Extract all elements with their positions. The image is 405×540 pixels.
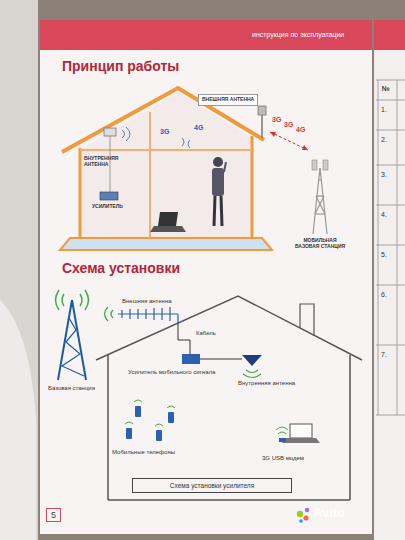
part-label: 3G USB модем <box>262 455 304 462</box>
watermark-logo <box>297 508 309 523</box>
watermark: Avito <box>313 506 345 521</box>
antenna-symbol <box>242 355 262 366</box>
row-number: 2. <box>381 136 387 144</box>
part-label: УСИЛИТЕЛЬ <box>92 204 123 210</box>
row-number: 4. <box>381 211 387 219</box>
signal-label: 4G <box>194 124 203 132</box>
white-object <box>0 300 36 540</box>
part-label: Внешняя антенна <box>122 298 172 305</box>
box-text: Схема установки усилителя <box>141 482 283 489</box>
section-heading: Схема установки <box>62 260 180 276</box>
tower-label: МОБИЛЬНАЯ БАЗОВАЯ СТАНЦИЯ <box>292 238 348 250</box>
part-label: Кабель <box>196 330 216 337</box>
signal-label: 3G <box>160 128 169 136</box>
caption-box: Схема установки усилителя <box>132 478 292 493</box>
signal-label: 4G <box>296 126 305 134</box>
page-number-box: 5 <box>46 508 61 522</box>
row-number: 5. <box>381 251 387 259</box>
part-label: Усилитель мобильного сигнала <box>128 369 215 376</box>
box-text: 5 <box>51 510 56 520</box>
header-band <box>40 20 372 50</box>
box-text: ВНЕШНЯЯ АНТЕННА <box>202 97 254 103</box>
page-header: инструкция по эксплуатации <box>252 31 344 39</box>
table-lines <box>376 80 405 415</box>
amplifier-symbol <box>182 354 200 364</box>
white-object <box>0 0 38 540</box>
table-header: № <box>382 85 390 93</box>
signal-label: 3G <box>284 121 293 129</box>
row-number: 7. <box>381 351 387 359</box>
page <box>40 20 372 534</box>
row-number: 1. <box>381 106 387 114</box>
part-label: Базовая станция <box>48 385 95 392</box>
header-band <box>374 20 405 50</box>
signal-label: 3G <box>272 116 281 124</box>
house-illustration <box>60 88 328 250</box>
row-number: 3. <box>381 171 387 179</box>
part-label: Внутренняя антенна <box>238 380 295 387</box>
next-page <box>374 20 405 540</box>
label-box: ВНЕШНЯЯ АНТЕННА <box>198 94 258 106</box>
part-label: Мобильные телефоны <box>112 449 175 456</box>
part-label: ВНУТРЕННЯЯ АНТЕННА <box>84 156 144 168</box>
row-number: 6. <box>381 291 387 299</box>
section-heading: Принцип работы <box>62 58 179 74</box>
installation-scheme <box>56 290 363 500</box>
